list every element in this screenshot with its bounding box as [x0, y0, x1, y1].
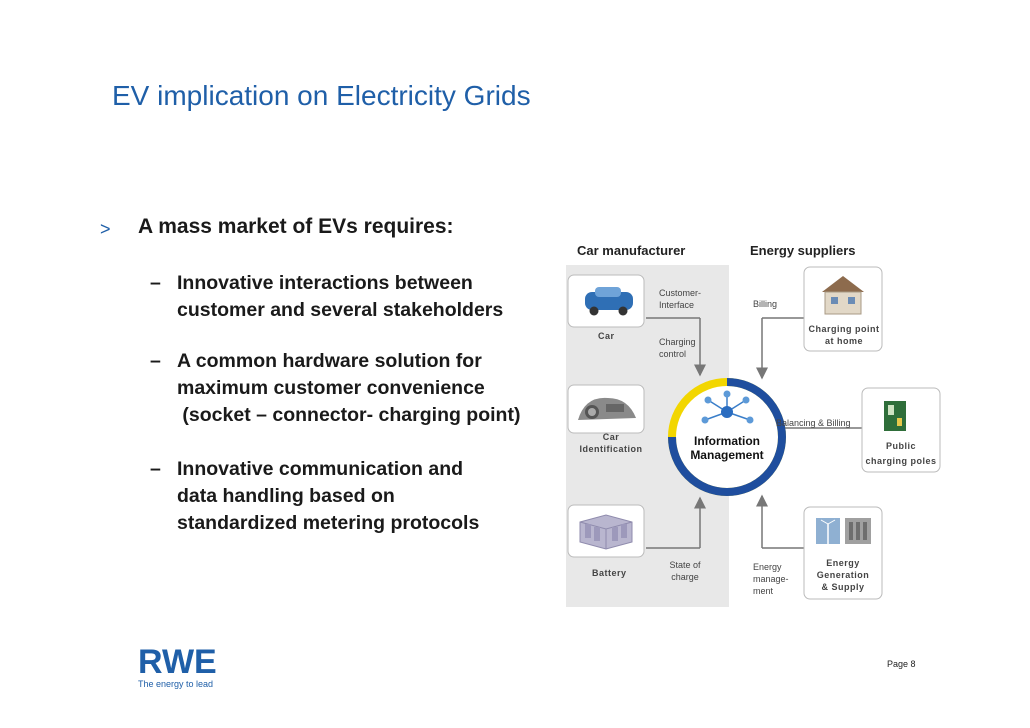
sub-bullet-2-line2: maximum customer convenience: [177, 377, 485, 399]
charging-control-label: Charging control: [659, 336, 696, 360]
charging-point-home-card: [803, 266, 883, 352]
public-charging-line2: charging poles: [865, 456, 937, 466]
sub-bullet-3-line1: Innovative communication and: [177, 458, 464, 480]
energy-generation-line2: Generation: [816, 570, 870, 580]
charging-point-home-label: Charging point at home: [806, 323, 882, 347]
public-charging-line1: Public: [885, 441, 916, 451]
battery-card: [567, 504, 645, 558]
house-icon: [822, 276, 864, 315]
car-identification-card: [567, 384, 645, 434]
state-of-charge-line1: State of: [669, 560, 701, 570]
sub-bullet-1-line1: Innovative interactions between: [177, 272, 473, 294]
charging-control-line2: control: [659, 349, 687, 359]
dashboard-icon: [578, 397, 636, 420]
information-management-line1: Information: [694, 434, 760, 448]
energy-management-line2: manage-: [753, 574, 789, 584]
state-of-charge-line2: charge: [671, 572, 699, 582]
public-charging-label: Public charging poles: [862, 439, 940, 469]
power-plant-icon: [845, 518, 871, 544]
rwe-logo: RWE The energy to lead: [138, 645, 217, 689]
car-identification-line1: Car: [602, 432, 620, 442]
information-management-line2: Management: [690, 448, 764, 462]
car-manufacturer-header: Car manufacturer: [577, 243, 686, 258]
charging-point-home-line2: at home: [824, 336, 863, 346]
energy-generation-line3: & Supply: [821, 582, 865, 592]
sub-bullet-3-line2: data handling based on: [177, 485, 395, 507]
energy-generation-line1: Energy: [826, 558, 860, 568]
dash-marker: –: [150, 272, 161, 294]
charging-point-home-line1: Charging point: [808, 324, 880, 334]
car-card: [567, 274, 645, 328]
energy-management-line3: ment: [753, 586, 774, 596]
public-charging-card: [861, 387, 941, 473]
sub-bullet-3-line3: standardized metering protocols: [177, 512, 480, 534]
battery-label: Battery: [592, 568, 627, 578]
energy-suppliers-header: Energy suppliers: [750, 243, 856, 258]
bullet-main: A mass market of EVs requires:: [138, 215, 454, 238]
car-identification-label: Car Identification: [578, 431, 644, 455]
energy-generation-card: [803, 506, 883, 600]
customer-interface-label: Customer- Interface: [659, 287, 701, 311]
energy-management-label: Energy manage- ment: [753, 561, 789, 597]
page-number: Page 8: [887, 659, 916, 669]
sub-bullet-2-line3: (socket – connector- charging point): [177, 404, 521, 426]
balancing-billing-label: Balancing & Billing: [776, 418, 851, 428]
energy-management-line1: Energy: [753, 562, 782, 572]
dash-marker: –: [150, 350, 161, 372]
wind-turbine-icon: [816, 518, 840, 544]
charging-pole-icon: [884, 401, 906, 431]
customer-interface-line1: Customer-: [659, 288, 702, 298]
information-management-ring: [668, 378, 786, 496]
rwe-tagline: The energy to lead: [138, 679, 214, 689]
information-management-label: Information Management: [683, 434, 771, 462]
network-icon: [701, 390, 754, 424]
rwe-logo-name: RWE: [138, 643, 217, 681]
battery-icon: [579, 514, 633, 550]
billing-label: Billing: [753, 299, 778, 309]
energy-generation-label: Energy Generation & Supply: [804, 557, 882, 593]
customer-interface-line2: Interface: [659, 300, 695, 310]
sub-bullet-1-line2: customer and several stakeholders: [177, 299, 504, 321]
sub-bullet-2-line1: A common hardware solution for: [177, 350, 482, 372]
bullet-marker: >: [100, 219, 111, 239]
sub-bullet-3: Innovative communication and data handli…: [177, 456, 479, 537]
sub-bullet-1: Innovative interactions between customer…: [177, 270, 503, 324]
slide-title: EV implication on Electricity Grids: [112, 80, 531, 111]
charging-control-line1: Charging: [659, 337, 696, 347]
state-of-charge-label: State of charge: [664, 559, 706, 583]
car-label: Car: [598, 331, 615, 341]
sub-bullet-2: A common hardware solution for maximum c…: [177, 348, 520, 429]
car-identification-line2: Identification: [579, 444, 643, 454]
dash-marker: –: [150, 458, 161, 480]
car-icon: [585, 287, 633, 316]
